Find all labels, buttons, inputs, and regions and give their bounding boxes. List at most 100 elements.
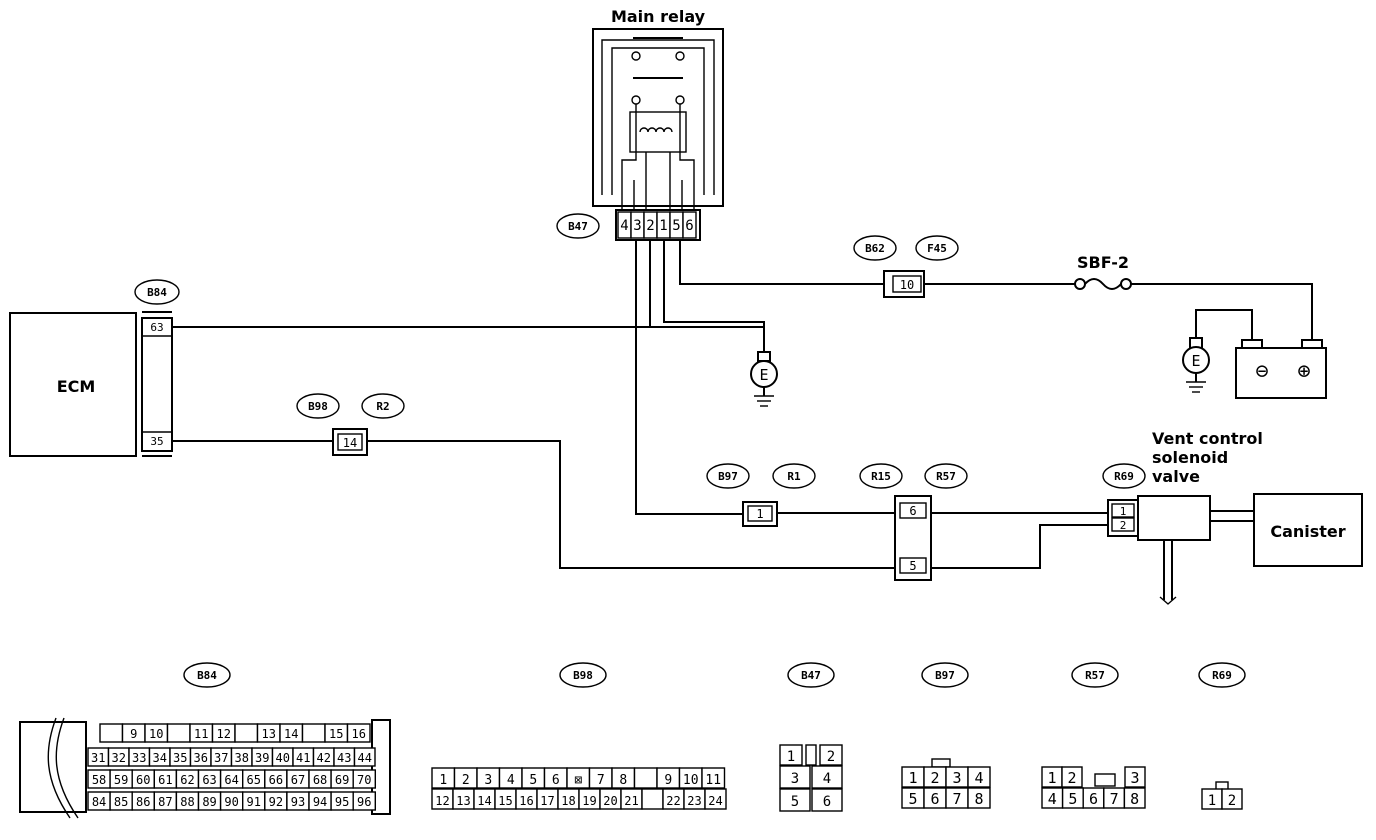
b98-pin: 14 <box>343 436 357 450</box>
pin-number: 93 <box>291 795 305 809</box>
pin-number: 16 <box>519 794 533 808</box>
main-relay: Main relay <box>592 7 724 210</box>
pin-number: 16 <box>352 727 366 741</box>
r15-pin-bottom: 5 <box>909 559 916 573</box>
ground-right-label: E <box>1191 352 1200 370</box>
b47-pin: 3 <box>791 771 799 787</box>
pin-number: 3 <box>484 773 492 788</box>
pin-number: 85 <box>114 795 128 809</box>
tag-r1: R1 <box>787 470 801 483</box>
pin-cell <box>1123 787 1146 809</box>
pin-number: 40 <box>276 751 290 765</box>
legend-b47-connector: 1 2 3 4 5 6 <box>779 744 843 812</box>
pin-number: 84 <box>92 795 106 809</box>
pin-cell <box>967 766 991 788</box>
pin-number: 96 <box>357 795 371 809</box>
pin-number: 41 <box>296 751 310 765</box>
b47-pin: 1 <box>787 749 795 765</box>
tag-f45: F45 <box>927 242 947 255</box>
connector-r15-r57: 6 5 R15 R57 <box>859 463 968 581</box>
pin-number: 95 <box>335 795 349 809</box>
pin-number: 91 <box>247 795 261 809</box>
pin-number: 58 <box>92 773 106 787</box>
r15-pin-top: 6 <box>909 504 916 518</box>
pin-number: 14 <box>477 794 491 808</box>
pin-number: 65 <box>247 773 261 787</box>
pin-number: 21 <box>624 794 638 808</box>
pin-number: 22 <box>666 794 680 808</box>
pin-number: 3 <box>952 769 961 787</box>
valve-label-line2: solenoid <box>1152 448 1228 467</box>
legend-tag: B84 <box>197 669 217 682</box>
pin-number: 9 <box>130 727 137 741</box>
pin-number: 8 <box>974 790 983 808</box>
tag-b98: B98 <box>308 400 328 413</box>
pin-cell <box>701 767 726 789</box>
ground-e-right: E <box>1182 337 1210 393</box>
pin-cell <box>641 788 664 810</box>
pin-number: 15 <box>498 794 512 808</box>
pin-number: 43 <box>337 751 351 765</box>
ecm-pin-top: 63 <box>150 321 163 334</box>
pin-number: 44 <box>358 751 372 765</box>
pin-cell <box>166 723 191 743</box>
pin-cell <box>353 747 376 767</box>
b62-pin: 10 <box>900 278 914 292</box>
pin-number: 63 <box>202 773 216 787</box>
pin-number: 9 <box>664 773 672 788</box>
pin-number: 4 <box>507 773 515 788</box>
tag-r2: R2 <box>376 400 389 413</box>
b47-pin: 2 <box>827 749 835 765</box>
ground-e-left: E <box>750 351 778 407</box>
pin-number: 24 <box>708 794 722 808</box>
fuse-label: SBF-2 <box>1077 253 1129 272</box>
pin-number: 4 <box>974 769 983 787</box>
legend-tag: R57 <box>1085 669 1105 682</box>
pin-cell <box>99 723 124 743</box>
wires <box>172 240 1313 605</box>
pin-number: 2 <box>1067 769 1076 787</box>
pin-number: 42 <box>317 751 331 765</box>
relay-connector-b47: 4 3 2 1 5 6 B47 <box>556 209 701 241</box>
pin-number: 18 <box>561 794 575 808</box>
relay-pin: 2 <box>646 218 654 234</box>
r69-legend-pin: 2 <box>1228 793 1236 809</box>
vent-control-solenoid-valve: Vent control solenoid valve 1 2 R69 <box>1102 429 1263 541</box>
b47-pin: 4 <box>823 771 831 787</box>
pin-number: 13 <box>262 727 276 741</box>
pin-cell <box>1061 766 1083 788</box>
pin-number: 5 <box>908 790 917 808</box>
ecm-pin-bottom: 35 <box>150 435 163 448</box>
pin-number: 86 <box>136 795 150 809</box>
tag-r69: R69 <box>1114 470 1134 483</box>
pin-number: 87 <box>158 795 172 809</box>
battery-negative-icon: ⊖ <box>1255 359 1268 384</box>
tag-b84: B84 <box>147 286 167 299</box>
pin-number: 69 <box>335 773 349 787</box>
pin-number: 60 <box>136 773 150 787</box>
pin-number: 62 <box>180 773 194 787</box>
pin-number: 94 <box>313 795 327 809</box>
pin-number: 17 <box>540 794 554 808</box>
pin-number: 34 <box>153 751 167 765</box>
pin-number: 2 <box>930 769 939 787</box>
pin-number: 8 <box>619 773 627 788</box>
pin-number: 70 <box>357 773 371 787</box>
connector-b97-r1: 1 B97 R1 <box>706 463 816 527</box>
pin-number: 11 <box>194 727 208 741</box>
relay-pin: 5 <box>672 218 680 234</box>
pin-number: 37 <box>214 751 228 765</box>
tag-r15: R15 <box>871 470 891 483</box>
pin-number: 38 <box>235 751 249 765</box>
legend-r69-connector: 1 2 <box>1201 781 1243 810</box>
pin-number: 1 <box>908 769 917 787</box>
pin-number: 23 <box>687 794 701 808</box>
tag-b97: B97 <box>718 470 738 483</box>
pin-number: 4 <box>1048 790 1057 808</box>
pin-cell <box>301 723 326 743</box>
pin-cell <box>352 791 377 811</box>
pin-number: 39 <box>255 751 269 765</box>
